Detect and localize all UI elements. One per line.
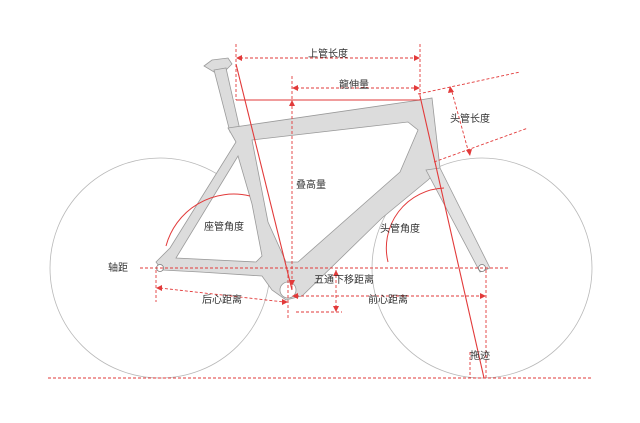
- label-reach: 龍伸量: [339, 78, 369, 91]
- label-top-tube-length: 上管长度: [308, 47, 348, 60]
- frame-main-triangle-opening: [251, 121, 419, 263]
- arrow-icon: [289, 280, 295, 286]
- arrow-icon: [414, 85, 420, 91]
- label-stack: 叠高量: [296, 178, 326, 191]
- label-seat-tube-angle: 座管角度: [204, 220, 244, 233]
- arrow-icon: [236, 55, 242, 61]
- label-head-tube-length: 头管长度: [450, 112, 490, 125]
- arrow-icon: [289, 100, 295, 106]
- arrow-icon: [466, 149, 472, 156]
- seat-angle-arc: [165, 193, 251, 247]
- arrow-icon: [282, 299, 288, 305]
- arrow-icon: [292, 293, 298, 299]
- head-tube-top-ext: [417, 71, 521, 95]
- label-front-center: 前心距离: [368, 293, 408, 306]
- arrow-icon: [480, 293, 486, 299]
- arrow-icon: [156, 285, 162, 291]
- chainstay-dim-line: [159, 287, 285, 303]
- arrow-icon: [448, 86, 454, 93]
- head-tube-bottom-ext: [433, 127, 529, 163]
- seat-tube-axis: [235, 63, 293, 291]
- label-trail: 拖迹: [470, 349, 490, 362]
- label-wheelbase: 轴距: [108, 261, 128, 274]
- head-angle-arc: [385, 187, 445, 263]
- label-bb-drop: 五通下移距离: [314, 273, 374, 286]
- frame-rear-triangle-opening: [175, 155, 263, 263]
- fork: [425, 167, 491, 273]
- label-head-tube-angle: 头管角度: [380, 222, 420, 235]
- arrow-icon: [333, 306, 339, 312]
- label-chainstay: 后心距离: [202, 293, 242, 306]
- arrow-icon: [292, 85, 298, 91]
- arrow-icon: [414, 55, 420, 61]
- steering-axis: [419, 95, 485, 379]
- arrow-icon: [333, 270, 339, 276]
- head-tube-dim-line: [451, 91, 469, 151]
